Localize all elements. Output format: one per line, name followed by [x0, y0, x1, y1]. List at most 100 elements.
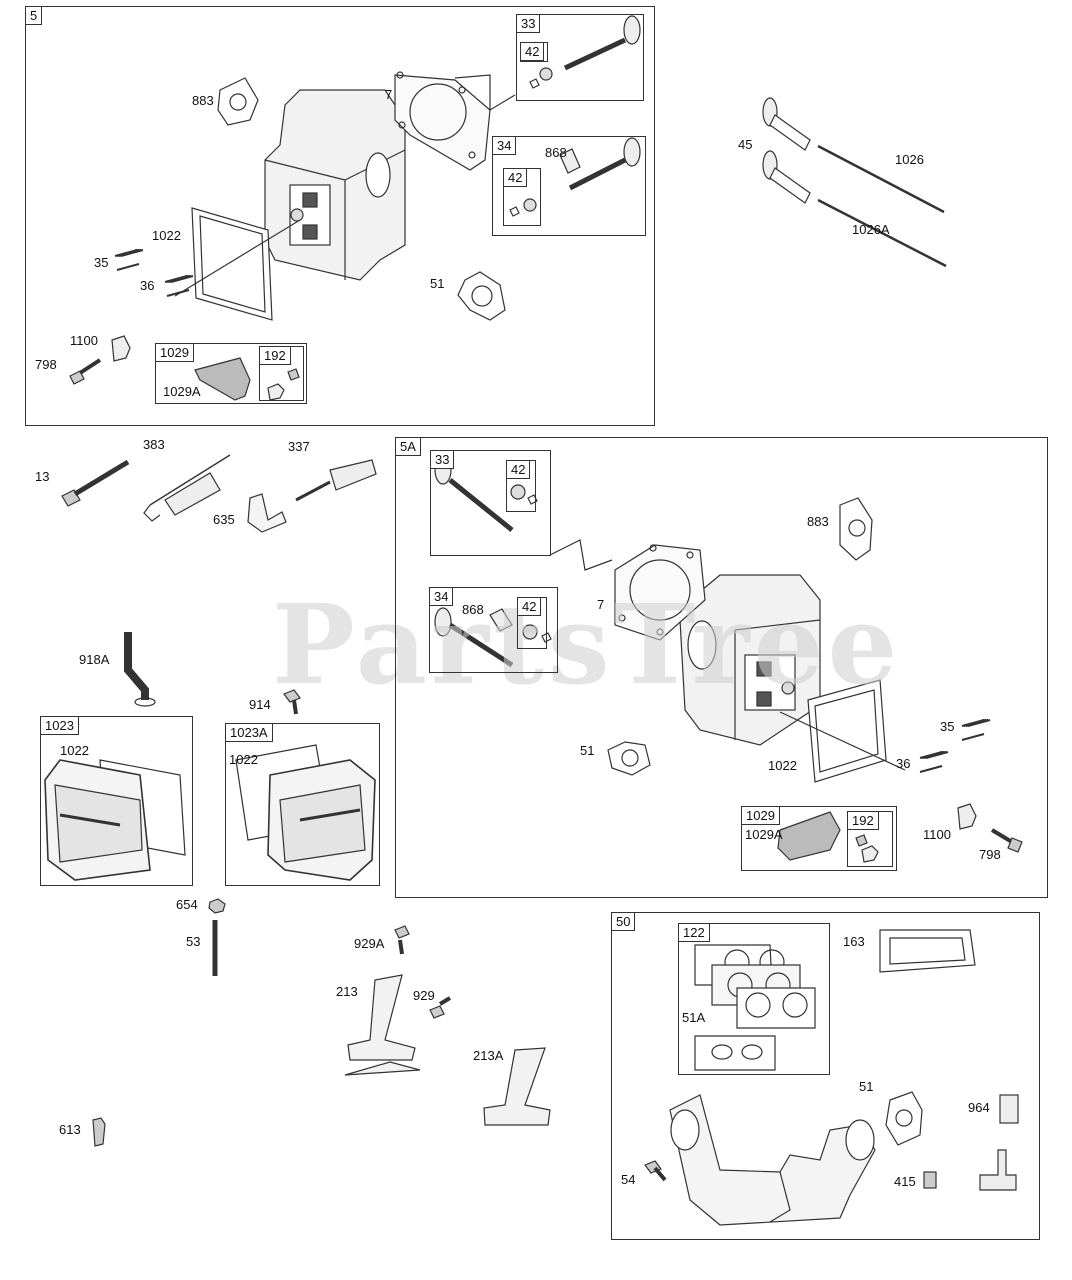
head-gasket-illustration	[394, 71, 491, 171]
group-5a-frame: 5A	[395, 437, 1048, 898]
nut-654-illustration	[208, 898, 226, 914]
valve-cover-gasket-1022-illustration	[191, 207, 273, 321]
part-label-1100[interactable]: 1100	[923, 827, 951, 842]
pushrod-1026-illustration	[817, 144, 947, 268]
part-label-415[interactable]: 415	[894, 1174, 916, 1189]
subgroup-33-5a-frame: 33	[430, 450, 551, 556]
valve-33-illustration	[529, 15, 641, 89]
part-label-213[interactable]: 213	[336, 984, 358, 999]
nut-192-5a-illustration	[855, 834, 879, 863]
gasket-51-5a-illustration	[607, 741, 651, 776]
subgroup-42b-5a-frame: 42	[517, 597, 547, 649]
part-label-1022[interactable]: 1022	[768, 758, 797, 773]
bolt-54-illustration	[644, 1160, 667, 1182]
group-tag: 33	[516, 14, 541, 33]
gasket-set-122-illustration	[694, 944, 816, 1071]
valve-cover-1023a-illustration	[235, 744, 376, 881]
fitting-964-illustration	[999, 1094, 1019, 1124]
part-label-654[interactable]: 654	[176, 897, 198, 912]
group-5-frame: 5	[25, 6, 655, 426]
part-label-7[interactable]: 7	[385, 87, 393, 102]
spring-35-5a-illustration	[961, 719, 991, 741]
group-1023a-frame: 1023A	[225, 723, 380, 886]
subgroup-1029-frame: 1029	[155, 343, 307, 404]
subgroup-1029-5a-frame: 1029	[741, 806, 897, 871]
bolt-613-illustration	[92, 1117, 106, 1147]
part-label-54[interactable]: 54	[621, 1172, 636, 1187]
part-label-929[interactable]: 929	[413, 988, 435, 1003]
part-label-51[interactable]: 51	[430, 276, 445, 291]
valve-cover-1023-illustration	[44, 759, 186, 881]
part-label-918a[interactable]: 918A	[79, 652, 110, 667]
part-label-635[interactable]: 635	[213, 512, 235, 527]
part-label-35[interactable]: 35	[94, 255, 109, 270]
part-label-53[interactable]: 53	[186, 934, 201, 949]
nut-192-illustration	[267, 368, 300, 401]
valve-cover-gasket-1022-5a-illustration	[807, 679, 887, 783]
part-label-613[interactable]: 613	[59, 1122, 81, 1137]
part-label-383[interactable]: 383	[143, 437, 165, 452]
part-label-868[interactable]: 868	[462, 602, 484, 617]
leader-line	[549, 539, 613, 571]
part-label-798[interactable]: 798	[35, 357, 57, 372]
group-tag: 34	[492, 136, 517, 155]
part-label-1100[interactable]: 1100	[70, 333, 98, 348]
gasket-51-illustration	[457, 271, 506, 321]
spring-36-illustration	[164, 275, 194, 297]
part-label-1026a[interactable]: 1026A	[852, 222, 890, 237]
part-label-914[interactable]: 914	[249, 697, 271, 712]
part-label-1022[interactable]: 1022	[229, 752, 258, 767]
bolt-929-illustration	[429, 996, 452, 1019]
subgroup-122-frame: 122	[678, 923, 830, 1075]
part-label-1026[interactable]: 1026	[895, 152, 924, 167]
group-tag: 1029	[741, 806, 780, 825]
group-tag: 50	[611, 912, 636, 931]
part-label-213a[interactable]: 213A	[473, 1048, 504, 1063]
part-label-51[interactable]: 51	[859, 1079, 874, 1094]
part-label-964[interactable]: 964	[968, 1100, 990, 1115]
part-label-868[interactable]: 868	[545, 145, 567, 160]
subgroup-192-5a-frame: 192	[847, 811, 893, 867]
part-label-798[interactable]: 798	[979, 847, 1001, 862]
subgroup-192-frame: 192	[259, 346, 304, 401]
group-tag: 42	[520, 42, 545, 61]
part-label-929a[interactable]: 929A	[354, 936, 385, 951]
group-tag: 192	[847, 811, 879, 830]
group-tag: 34	[429, 587, 454, 606]
group-tag: 192	[259, 346, 291, 365]
part-label-163[interactable]: 163	[843, 934, 865, 949]
boot-635-illustration	[247, 493, 287, 533]
part-label-36[interactable]: 36	[896, 756, 911, 771]
part-label-1029a[interactable]: 1029A	[163, 384, 201, 399]
gasket-51-manifold-illustration	[885, 1091, 923, 1146]
part-label-51a[interactable]: 51A	[682, 1010, 706, 1025]
group-tag: 1023A	[225, 723, 273, 742]
spark-plug-337-illustration	[295, 459, 377, 502]
part-label-51[interactable]: 51	[580, 743, 595, 758]
group-tag: 1023	[40, 716, 79, 735]
part-label-36[interactable]: 36	[140, 278, 155, 293]
part-label-13[interactable]: 13	[35, 469, 50, 484]
part-label-337[interactable]: 337	[288, 439, 310, 454]
part-label-7[interactable]: 7	[597, 597, 605, 612]
bolt-798-5a-illustration	[990, 828, 1023, 853]
rocker-arm-1029a-illustration	[194, 357, 251, 401]
leader-line	[454, 74, 516, 112]
part-label-35[interactable]: 35	[940, 719, 955, 734]
valve-34-5a-illustration	[434, 607, 552, 668]
plug-415-illustration	[923, 1171, 937, 1189]
watermark: PartsTree	[272, 580, 902, 709]
bolt-13-illustration	[61, 459, 130, 507]
group-1023-frame: 1023	[40, 716, 193, 886]
part-label-45[interactable]: 45	[738, 137, 753, 152]
part-label-883[interactable]: 883	[192, 93, 214, 108]
part-label-883[interactable]: 883	[807, 514, 829, 529]
part-label-1022[interactable]: 1022	[60, 743, 89, 758]
subgroup-42-5a-frame: 42	[506, 460, 536, 512]
breather-tube-918a-illustration	[124, 632, 156, 707]
part-label-1022[interactable]: 1022	[152, 228, 181, 243]
group-tag: 122	[678, 923, 710, 942]
part-label-1029a[interactable]: 1029A	[745, 827, 783, 842]
exhaust-gasket-883-illustration	[217, 77, 259, 126]
